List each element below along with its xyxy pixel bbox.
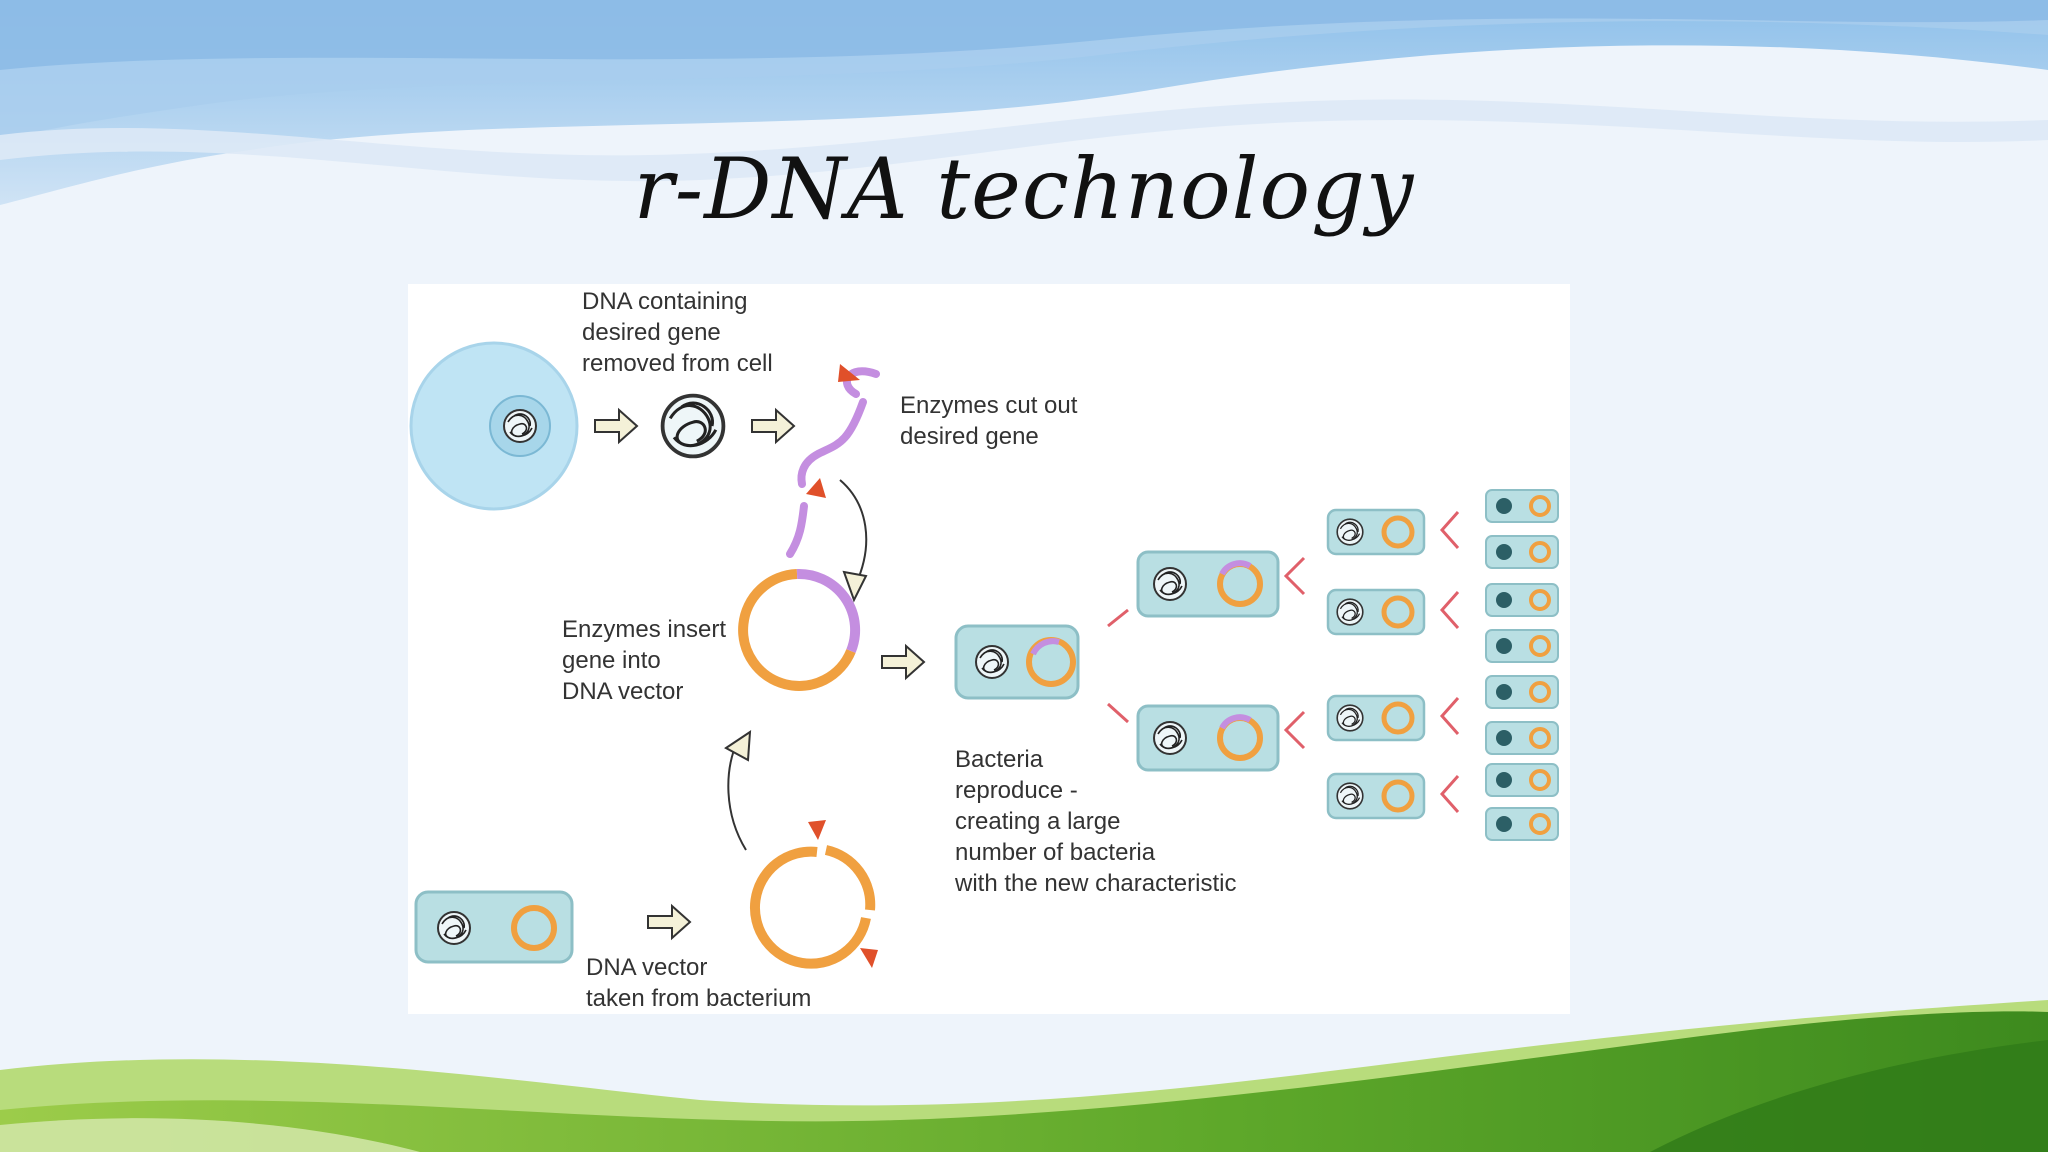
animal-cell bbox=[409, 341, 579, 511]
diagram-panel: DNA containing desired gene removed from… bbox=[408, 284, 1570, 1014]
label-bacteria-reproduce: Bacteria reproduce - creating a large nu… bbox=[955, 746, 1237, 897]
open-plasmid bbox=[749, 820, 878, 969]
label-dna-removed: DNA containing desired gene removed from… bbox=[582, 288, 773, 377]
arrow-cell-to-dna bbox=[594, 409, 638, 443]
label-enzymes-cut: Enzymes cut out desired gene bbox=[900, 392, 1078, 450]
recombinant-plasmid bbox=[738, 568, 861, 691]
arrow-plasmid-to-bacterium bbox=[881, 645, 925, 679]
bacteria-gen3 bbox=[1326, 508, 1426, 820]
label-vector-taken: DNA vector taken from bacterium bbox=[586, 954, 812, 1012]
arrow-dna-to-gene bbox=[751, 409, 795, 443]
division-bracket-2a bbox=[1283, 556, 1306, 596]
bacterium-gen2-b bbox=[1136, 704, 1280, 772]
recombinant-bacterium bbox=[954, 624, 1080, 700]
bacteria-gen4 bbox=[1485, 489, 1559, 841]
slide-title: r-DNA technology bbox=[633, 140, 1415, 238]
division-mark-1 bbox=[1107, 608, 1129, 628]
source-bacterium bbox=[414, 890, 574, 964]
arrow-gene-down bbox=[839, 479, 868, 585]
arrow-bacterium-to-vector bbox=[647, 905, 691, 939]
bacterium-gen2-a bbox=[1136, 550, 1280, 618]
arrow-up-head bbox=[724, 730, 752, 762]
arrow-gene-down-head bbox=[842, 570, 868, 603]
division-mark-2 bbox=[1106, 702, 1130, 724]
rdna-diagram bbox=[409, 341, 1559, 969]
division-bracket-2b bbox=[1283, 710, 1306, 750]
label-enzymes-insert: Enzymes insert gene into DNA vector bbox=[562, 616, 727, 705]
division-brackets-3 bbox=[1439, 511, 1460, 813]
extracted-dna bbox=[660, 393, 726, 459]
cut-gene-strand bbox=[786, 364, 880, 558]
